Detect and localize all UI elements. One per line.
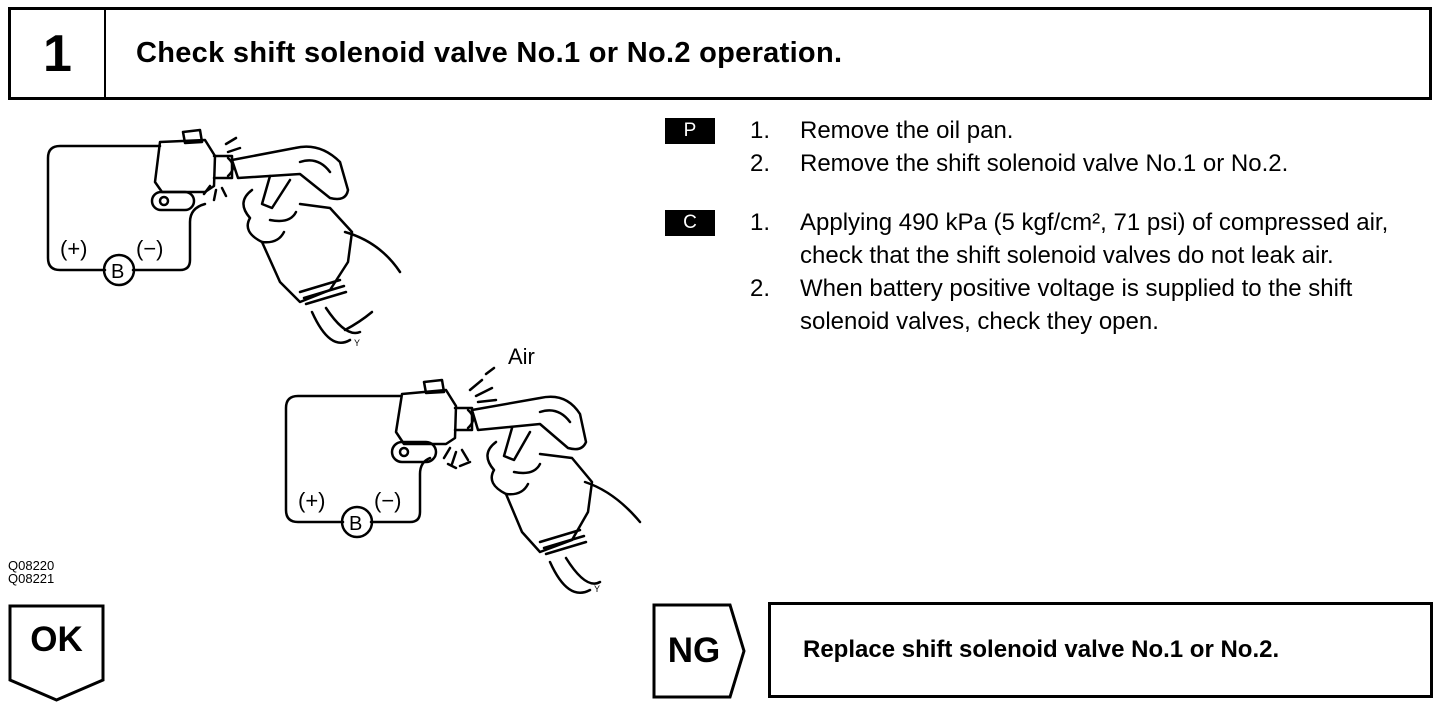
step-header: 1 Check shift solenoid valve No.1 or No.… <box>8 7 1432 100</box>
step-title: Check shift solenoid valve No.1 or No.2 … <box>136 37 843 69</box>
procedure-check: C 1.Applying 490 kPa (5 kgf/cm², 71 psi)… <box>665 206 1445 338</box>
procedure-badge: P <box>665 118 715 144</box>
procedure-step: 2.When battery positive voltage is suppl… <box>750 275 1353 335</box>
battery-icon <box>102 253 136 287</box>
ng-result: NG <box>652 603 746 699</box>
figure-code: Q08220 <box>8 558 55 573</box>
step-number: 1 <box>11 10 106 97</box>
ok-result: OK <box>8 604 105 702</box>
solenoid-test-illustration: (+) (−) B (+) (−) B Air Y Y <box>46 128 642 594</box>
figure-mark: Y <box>594 584 600 594</box>
ok-arrow-icon <box>8 604 105 702</box>
battery-plus-label: (+) <box>298 488 326 513</box>
ng-label: NG <box>667 631 721 670</box>
battery-minus-label: (−) <box>374 488 402 513</box>
battery-plus-label: (+) <box>60 236 88 261</box>
procedure-step: 1.Remove the oil pan. <box>750 117 1014 144</box>
figure-code: Q08221 <box>8 571 55 586</box>
battery-label: B <box>349 513 362 535</box>
figure-codes: Q08220 Q08221 <box>8 559 54 585</box>
procedure-prep: P 1.Remove the oil pan. 2.Remove the shi… <box>665 114 1445 180</box>
procedure-step: 1.Applying 490 kPa (5 kgf/cm², 71 psi) o… <box>750 209 1389 269</box>
battery-label: B <box>111 261 124 283</box>
ng-remedy: Replace shift solenoid valve No.1 or No.… <box>768 602 1433 698</box>
procedure-step: 2.Remove the shift solenoid valve No.1 o… <box>750 150 1289 177</box>
procedure-badge: C <box>665 210 715 236</box>
figure-mark: Y <box>354 338 360 348</box>
ok-label: OK <box>30 620 83 659</box>
battery-icon <box>340 505 374 539</box>
ng-arrow-icon <box>652 603 746 699</box>
battery-minus-label: (−) <box>136 236 164 261</box>
air-label: Air <box>508 344 535 369</box>
procedure-list: P 1.Remove the oil pan. 2.Remove the shi… <box>665 114 1445 364</box>
